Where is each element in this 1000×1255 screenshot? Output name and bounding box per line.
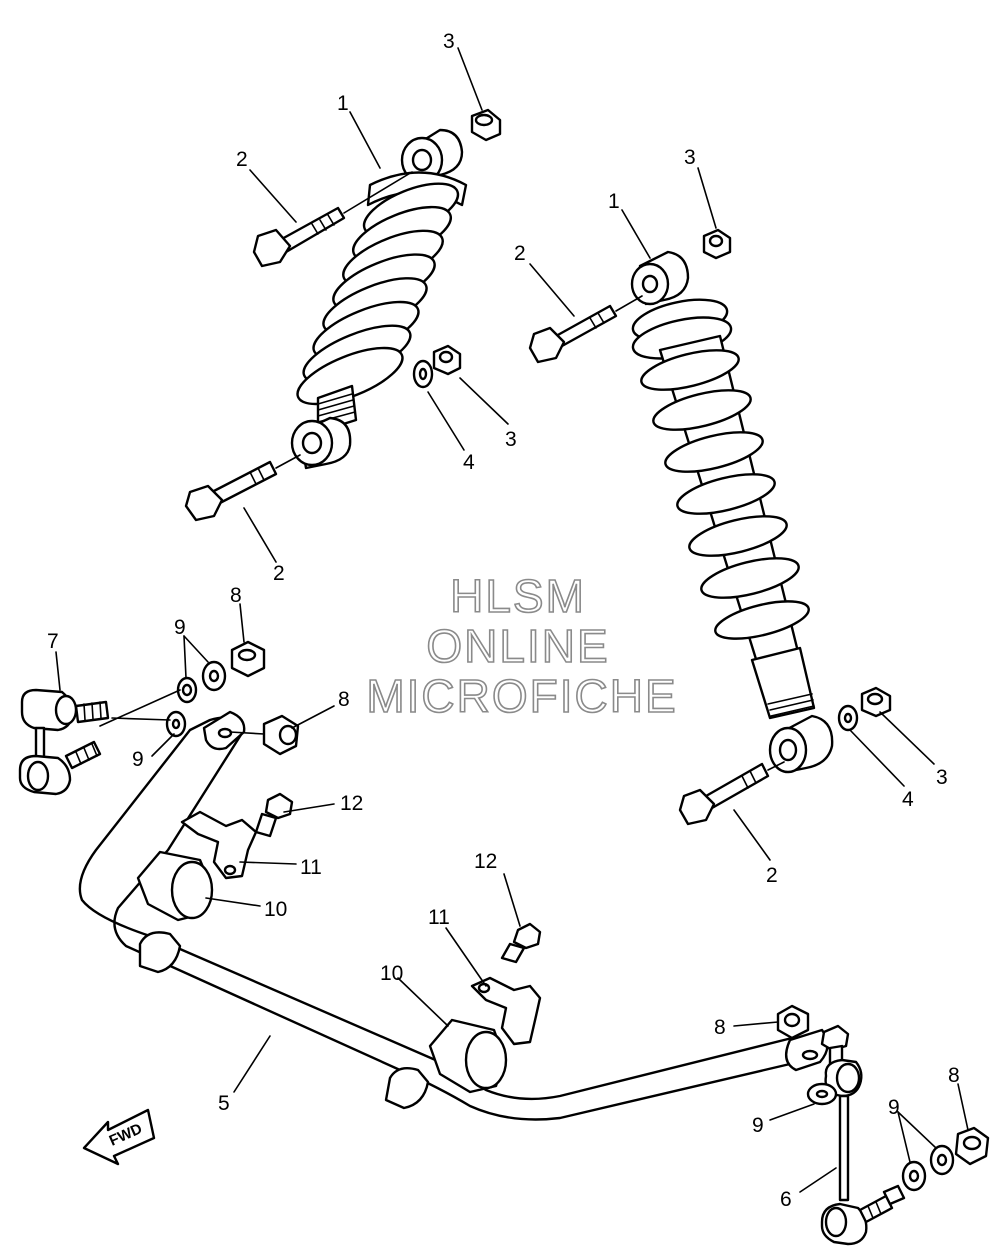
washer-left-upper[interactable] bbox=[176, 676, 198, 704]
bracket-bolt-right[interactable] bbox=[500, 922, 542, 964]
callout-12: 12 bbox=[340, 792, 363, 815]
callout-1: 1 bbox=[337, 92, 349, 115]
bolt-upper-right[interactable] bbox=[528, 304, 618, 364]
callout-11: 11 bbox=[428, 906, 450, 929]
callout-4: 4 bbox=[902, 788, 914, 811]
callout-2: 2 bbox=[514, 242, 526, 265]
callout-4: 4 bbox=[463, 451, 475, 474]
link-rod-right[interactable] bbox=[820, 1024, 906, 1246]
callout-10: 10 bbox=[380, 962, 403, 985]
watermark-line-2: ONLINE bbox=[426, 620, 609, 672]
callout-8: 8 bbox=[948, 1064, 960, 1087]
bracket-left[interactable] bbox=[180, 810, 258, 880]
callout-7: 7 bbox=[47, 630, 59, 653]
washer-right-lower-b[interactable] bbox=[929, 1144, 955, 1176]
washer-right-lower-a[interactable] bbox=[901, 1160, 927, 1192]
watermark-line-1: HLSM bbox=[450, 570, 586, 622]
callout-3: 3 bbox=[684, 146, 696, 169]
callout-3: 3 bbox=[505, 428, 517, 451]
leader-lines bbox=[55, 47, 969, 1193]
callout-10: 10 bbox=[264, 898, 287, 921]
callout-8: 8 bbox=[338, 688, 350, 711]
nut-left-lower[interactable] bbox=[262, 714, 300, 756]
nut-right-lower[interactable] bbox=[954, 1126, 990, 1166]
callout-2: 2 bbox=[236, 148, 248, 171]
callout-3: 3 bbox=[936, 766, 948, 789]
link-rod-left[interactable] bbox=[18, 688, 110, 796]
callout-8: 8 bbox=[230, 584, 242, 607]
callout-12: 12 bbox=[474, 850, 497, 873]
washer-right-shock[interactable] bbox=[837, 704, 859, 732]
callout-6: 6 bbox=[780, 1188, 792, 1211]
callout-3: 3 bbox=[443, 30, 455, 53]
washer-left-mid[interactable] bbox=[201, 660, 227, 692]
callout-9: 9 bbox=[174, 616, 186, 639]
bushing-right[interactable] bbox=[428, 1018, 508, 1094]
forward-direction-arrow: FWD bbox=[82, 1108, 156, 1166]
right-shock-absorber[interactable] bbox=[629, 250, 834, 774]
callout-2: 2 bbox=[273, 562, 285, 585]
callout-labels: 3 1 2 3 4 2 3 1 2 3 4 2 8 9 7 9 8 12 11 … bbox=[47, 30, 960, 1211]
bushing-left[interactable] bbox=[136, 850, 214, 922]
nut-lower-right-shock[interactable] bbox=[860, 686, 892, 718]
watermark-line-3: MICROFICHE bbox=[366, 670, 677, 722]
watermark: HLSM ONLINE MICROFICHE bbox=[366, 569, 677, 723]
left-shock-absorber[interactable] bbox=[290, 128, 468, 470]
callout-9: 9 bbox=[888, 1096, 900, 1119]
nut-right-upper[interactable] bbox=[776, 1004, 810, 1040]
washer-left-lower[interactable] bbox=[165, 710, 187, 738]
callout-1: 1 bbox=[608, 190, 620, 213]
washer-right-upper[interactable] bbox=[806, 1082, 838, 1106]
nut-left-upper[interactable] bbox=[230, 640, 266, 678]
bolt-lower-left[interactable] bbox=[184, 460, 278, 522]
nut-upper-left[interactable] bbox=[470, 108, 502, 142]
callout-9: 9 bbox=[752, 1114, 764, 1137]
washer-left-shock[interactable] bbox=[412, 359, 434, 389]
callout-8: 8 bbox=[714, 1016, 726, 1039]
bolt-lower-right[interactable] bbox=[678, 762, 770, 826]
bracket-bolt-left[interactable] bbox=[254, 792, 294, 838]
callout-9: 9 bbox=[132, 748, 144, 771]
nut-lower-left-shock[interactable] bbox=[432, 344, 462, 376]
bracket-right[interactable] bbox=[470, 976, 542, 1046]
callout-2: 2 bbox=[766, 864, 778, 887]
nut-upper-right[interactable] bbox=[702, 228, 732, 260]
callout-5: 5 bbox=[218, 1092, 230, 1115]
callout-11: 11 bbox=[300, 856, 322, 879]
bolt-upper-left[interactable] bbox=[252, 206, 346, 268]
